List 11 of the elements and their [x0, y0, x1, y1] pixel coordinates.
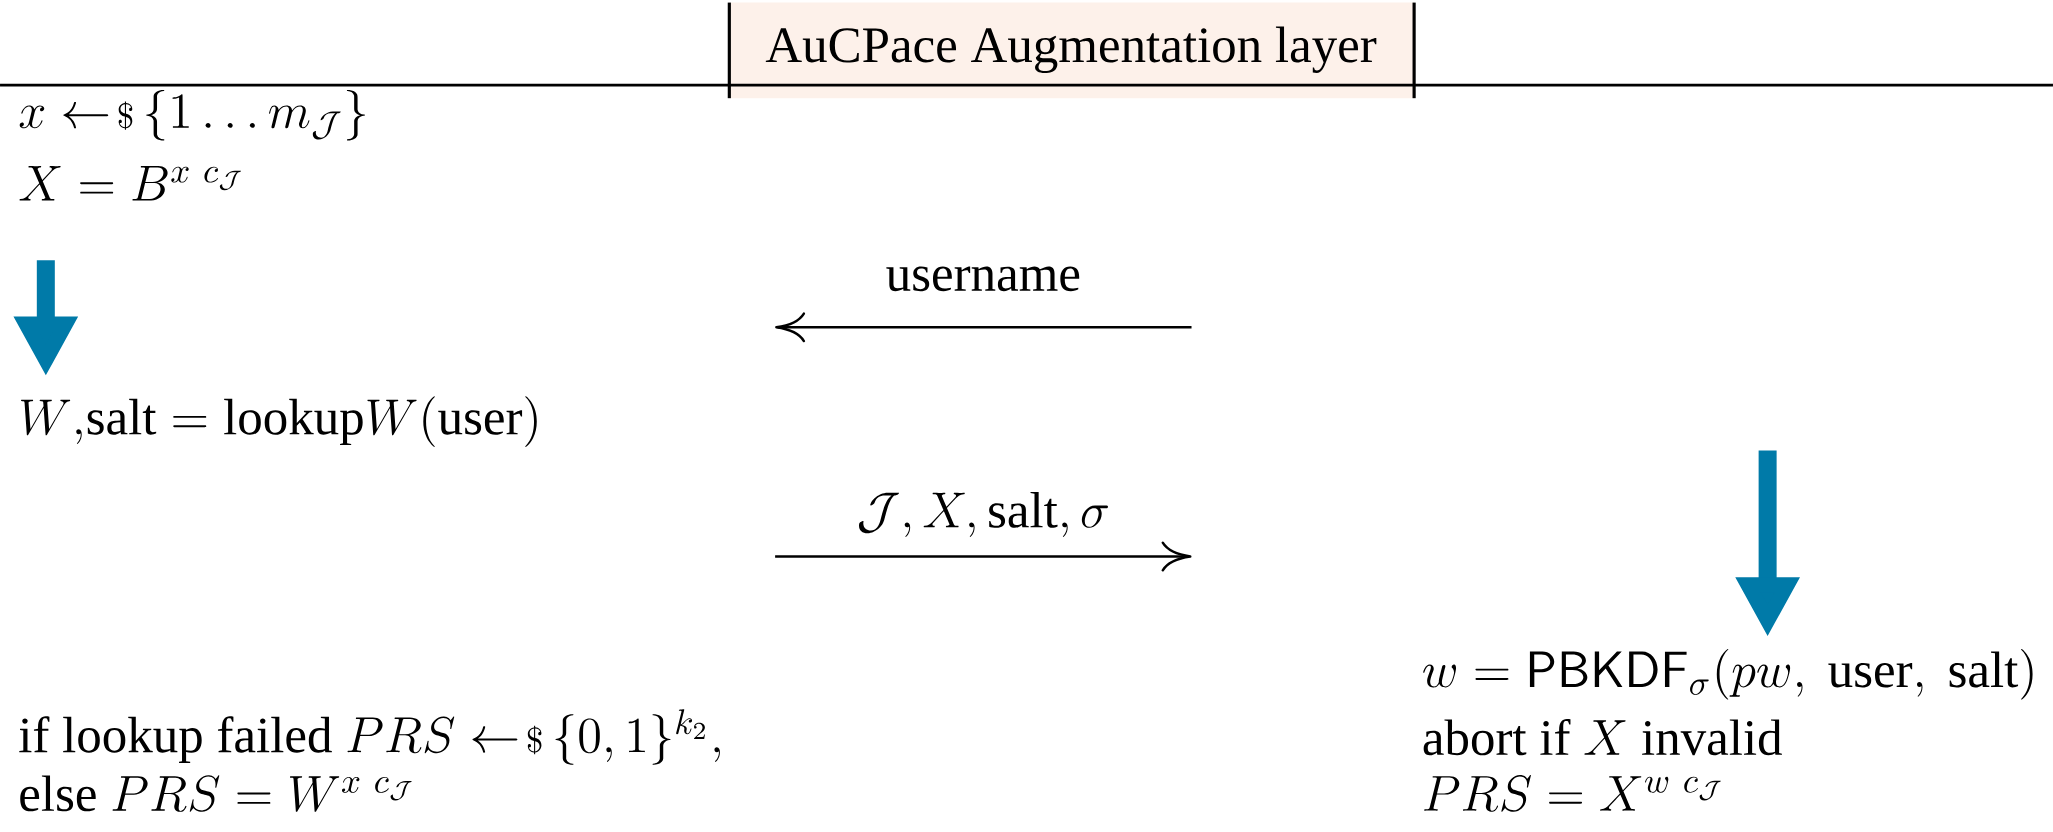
equation: $\mathcal{J}, X, \mathrm{salt}, \sigma$: [859, 491, 1108, 538]
equation: $x \leftarrow\!{\scriptstyle\$}\, \{1 \ldots m_{\mathcal{J}}\}$: [19, 89, 365, 141]
equation: $PRS = X^{w\ c_{\mathcal{J}}}$: [1424, 775, 1721, 812]
equation: $\mathrm{else}\ PRS = W^{x\ c_{\mathcal{J}}}$: [20, 775, 412, 812]
equation: $X = B^{x\ c_{\mathcal{J}}}$: [19, 166, 241, 201]
equation: $W{,}\mathrm{salt} = \mathrm{lookup}W(\mathrm{user})$: [20, 396, 537, 447]
equation: $\mathrm{if\ lookup\ failed}\ PRS \leftarrow\!{\scriptstyle\$}\, \{0,1\}^{k_2},$: [19, 709, 720, 765]
equation: $w = \mathsf{PBKDF}_{\sigma}(pw,\ \mathrm{user},\ \mathrm{salt})$: [1423, 649, 2033, 700]
title-box: AuCPace Augmentation layer: [727, 2, 1416, 99]
message-label: username: [886, 266, 1080, 292]
equation: $\mathrm{abort\ if}\ X\ \mathrm{invalid}$: [1423, 718, 1782, 756]
